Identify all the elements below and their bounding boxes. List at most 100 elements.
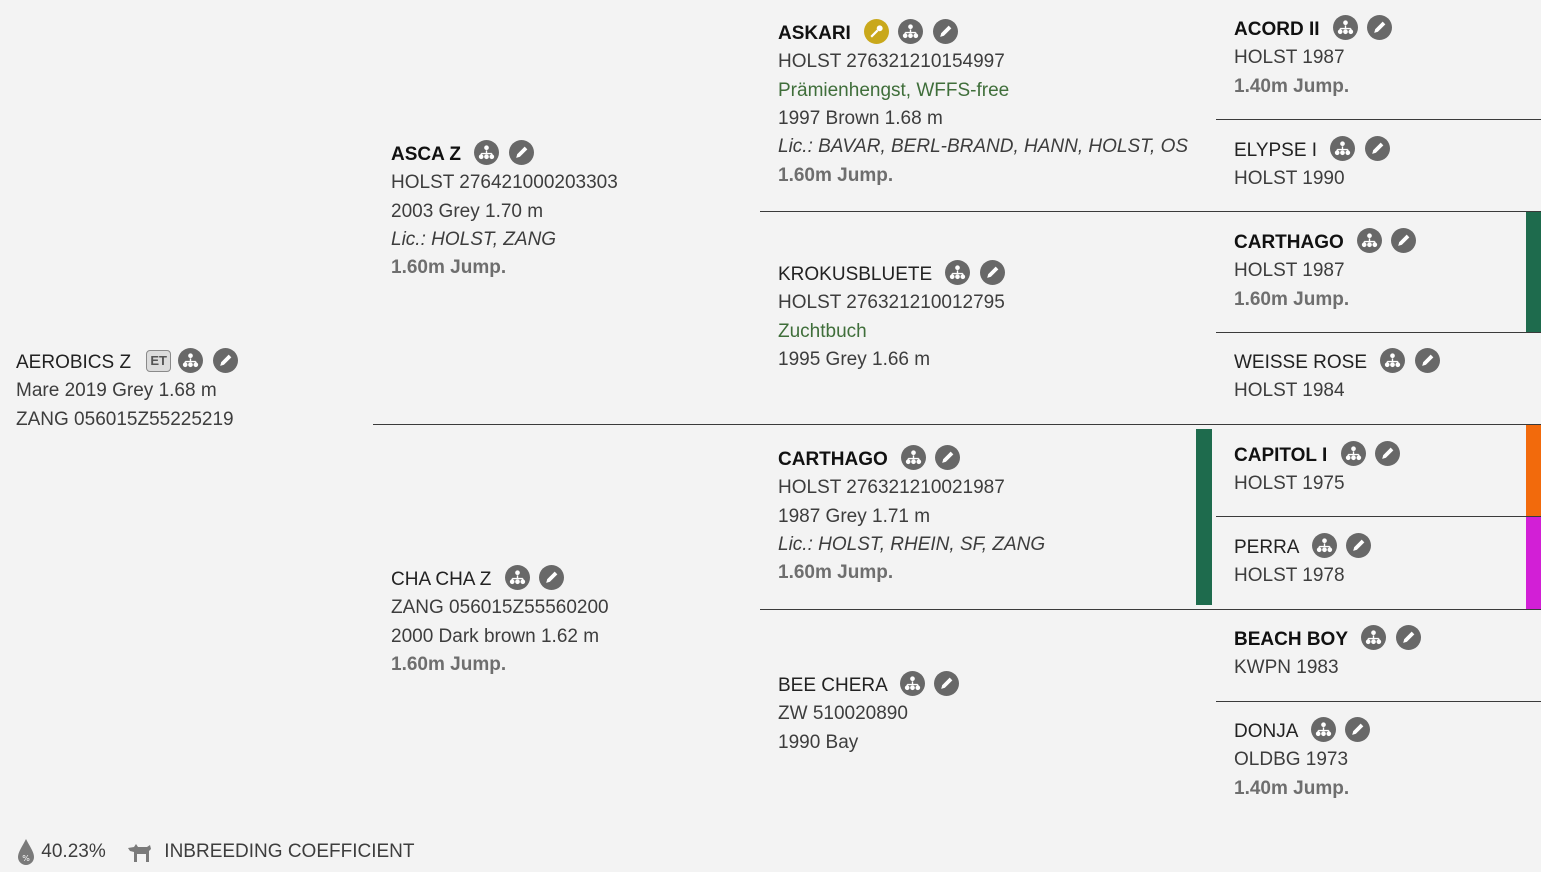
horse-status: Prämienhengst, WFFS-free bbox=[778, 79, 1010, 101]
ancestor-g3-4: WEISSE ROSE HOLST 1984 bbox=[1234, 348, 1444, 406]
horse-registration: HOLST 276421000203303 bbox=[391, 172, 618, 194]
edit-icon[interactable] bbox=[979, 260, 1005, 286]
edit-icon[interactable] bbox=[1367, 15, 1393, 41]
horse-name[interactable]: CAPITOL I bbox=[1234, 445, 1328, 467]
key-icon[interactable] bbox=[864, 19, 890, 45]
horse-licences: Lic.: BAVAR, BERL-BRAND, HANN, HOLST, OS bbox=[778, 136, 1189, 158]
horse-registration: HOLST 1978 bbox=[1234, 565, 1345, 587]
horse-name[interactable]: CARTHAGO bbox=[1234, 232, 1344, 254]
horse-details: 1990 Bay bbox=[778, 731, 859, 753]
inbreeding-bar-perra bbox=[1526, 517, 1541, 609]
horse-name[interactable]: BEACH BOY bbox=[1234, 629, 1349, 651]
edit-icon[interactable] bbox=[212, 348, 238, 374]
subject-name[interactable]: AEROBICS Z bbox=[16, 352, 132, 374]
edit-icon[interactable] bbox=[934, 671, 960, 697]
horse-name[interactable]: ASCA Z bbox=[391, 144, 462, 166]
horse-name[interactable]: CARTHAGO bbox=[778, 449, 888, 471]
paternal-grandsire: ASKARI HOLST 276321210154997 Prämienheng… bbox=[778, 19, 1189, 190]
horse-sport-level: 1.40m Jump. bbox=[1234, 75, 1350, 97]
ancestor-g3-1: ACORD II HOLST 1987 1.40m Jump. bbox=[1234, 15, 1396, 101]
edit-icon[interactable] bbox=[1374, 441, 1400, 467]
drop-percent-icon: % bbox=[16, 839, 41, 865]
maternal-grandsire: CARTHAGO HOLST 276321210021987 1987 Grey… bbox=[778, 445, 1046, 588]
ancestor-g3-8: DONJA OLDBG 1973 1.40m Jump. bbox=[1234, 717, 1374, 803]
horse-name[interactable]: PERRA bbox=[1234, 537, 1299, 559]
pedigree-icon[interactable] bbox=[1340, 441, 1366, 467]
horse-sport-level: 1.60m Jump. bbox=[391, 257, 507, 279]
inbreeding-percent: 40.23% bbox=[41, 841, 106, 862]
horse-name[interactable]: ACORD II bbox=[1234, 19, 1320, 41]
edit-icon[interactable] bbox=[1391, 228, 1417, 254]
inbreeding-bar-carthago-ancestor bbox=[1526, 212, 1541, 332]
pedigree-icon[interactable] bbox=[900, 671, 926, 697]
horse-details: 1997 Brown 1.68 m bbox=[778, 108, 943, 130]
edit-icon[interactable] bbox=[1414, 348, 1440, 374]
pedigree-icon[interactable] bbox=[1361, 625, 1387, 651]
inbreeding-bar-capitol bbox=[1526, 425, 1541, 516]
subject-horse: AEROBICS Z ET Mare 2019 Grey 1.68 m ZANG… bbox=[16, 348, 242, 434]
horse-name[interactable]: ASKARI bbox=[778, 23, 851, 45]
pedigree-icon[interactable] bbox=[1311, 533, 1337, 559]
horse-name[interactable]: ELYPSE I bbox=[1234, 140, 1318, 162]
edit-icon[interactable] bbox=[1364, 136, 1390, 162]
horse-registration: HOLST 1987 bbox=[1234, 47, 1345, 69]
horse-icon[interactable] bbox=[125, 841, 158, 862]
horse-name[interactable]: BEE CHERA bbox=[778, 675, 887, 697]
edit-icon[interactable] bbox=[1345, 533, 1371, 559]
ancestor-g3-2: ELYPSE I HOLST 1990 bbox=[1234, 136, 1394, 194]
svg-text:%: % bbox=[22, 854, 30, 863]
ancestor-g3-3: CARTHAGO HOLST 1987 1.60m Jump. bbox=[1234, 228, 1420, 314]
horse-licences: Lic.: HOLST, RHEIN, SF, ZANG bbox=[778, 534, 1046, 556]
horse-registration: HOLST 276321210012795 bbox=[778, 292, 1005, 314]
edit-icon[interactable] bbox=[1344, 717, 1370, 743]
divider-g3-1 bbox=[1216, 119, 1541, 120]
inbreeding-footer: % 40.23% INBREEDING COEFFICIENT bbox=[16, 837, 414, 867]
edit-icon[interactable] bbox=[932, 19, 958, 45]
horse-name[interactable]: DONJA bbox=[1234, 721, 1298, 743]
pedigree-icon[interactable] bbox=[178, 348, 204, 374]
pedigree-icon[interactable] bbox=[1380, 348, 1406, 374]
pedigree-icon[interactable] bbox=[1332, 15, 1358, 41]
horse-registration: HOLST 1984 bbox=[1234, 380, 1345, 402]
horse-details: 1995 Grey 1.66 m bbox=[778, 349, 931, 371]
horse-name[interactable]: KROKUSBLUETE bbox=[778, 264, 933, 286]
horse-name[interactable]: CHA CHA Z bbox=[391, 569, 492, 591]
edit-icon[interactable] bbox=[508, 140, 534, 166]
horse-registration: ZANG 056015Z55560200 bbox=[391, 597, 609, 619]
horse-registration: HOLST 1975 bbox=[1234, 473, 1345, 495]
subject-details: Mare 2019 Grey 1.68 m bbox=[16, 380, 217, 402]
sire: ASCA Z HOLST 276421000203303 2003 Grey 1… bbox=[391, 140, 618, 283]
pedigree-icon[interactable] bbox=[1330, 136, 1356, 162]
horse-sport-level: 1.60m Jump. bbox=[778, 164, 894, 186]
ancestor-g3-7: BEACH BOY KWPN 1983 bbox=[1234, 625, 1425, 683]
horse-sport-level: 1.60m Jump. bbox=[778, 562, 894, 584]
edit-icon[interactable] bbox=[1395, 625, 1421, 651]
horse-registration: HOLST 1987 bbox=[1234, 260, 1345, 282]
ancestor-g3-6: PERRA HOLST 1978 bbox=[1234, 533, 1375, 591]
horse-registration: OLDBG 1973 bbox=[1234, 749, 1349, 771]
pedigree-icon[interactable] bbox=[1310, 717, 1336, 743]
divider-g2-top bbox=[760, 211, 1541, 212]
inbreeding-label[interactable]: INBREEDING COEFFICIENT bbox=[164, 841, 415, 862]
horse-registration: KWPN 1983 bbox=[1234, 657, 1339, 679]
pedigree-icon[interactable] bbox=[474, 140, 500, 166]
edit-icon[interactable] bbox=[935, 445, 961, 471]
maternal-granddam: BEE CHERA ZW 510020890 1990 Bay bbox=[778, 671, 963, 757]
horse-sport-level: 1.60m Jump. bbox=[1234, 288, 1350, 310]
horse-details: 2000 Dark brown 1.62 m bbox=[391, 625, 600, 647]
horse-details: 1987 Grey 1.71 m bbox=[778, 505, 931, 527]
pedigree-icon[interactable] bbox=[898, 19, 924, 45]
pedigree-icon[interactable] bbox=[1357, 228, 1383, 254]
horse-registration: ZW 510020890 bbox=[778, 703, 908, 725]
horse-details: 2003 Grey 1.70 m bbox=[391, 200, 544, 222]
et-badge: ET bbox=[146, 349, 171, 372]
pedigree-icon[interactable] bbox=[504, 565, 530, 591]
paternal-granddam: KROKUSBLUETE HOLST 276321210012795 Zucht… bbox=[778, 260, 1009, 374]
divider-g3-4 bbox=[1216, 701, 1541, 702]
edit-icon[interactable] bbox=[538, 565, 564, 591]
pedigree-icon[interactable] bbox=[945, 260, 971, 286]
horse-name[interactable]: WEISSE ROSE bbox=[1234, 352, 1368, 374]
horse-registration: HOLST 276321210021987 bbox=[778, 477, 1005, 499]
pedigree-icon[interactable] bbox=[901, 445, 927, 471]
horse-licences: Lic.: HOLST, ZANG bbox=[391, 229, 557, 251]
